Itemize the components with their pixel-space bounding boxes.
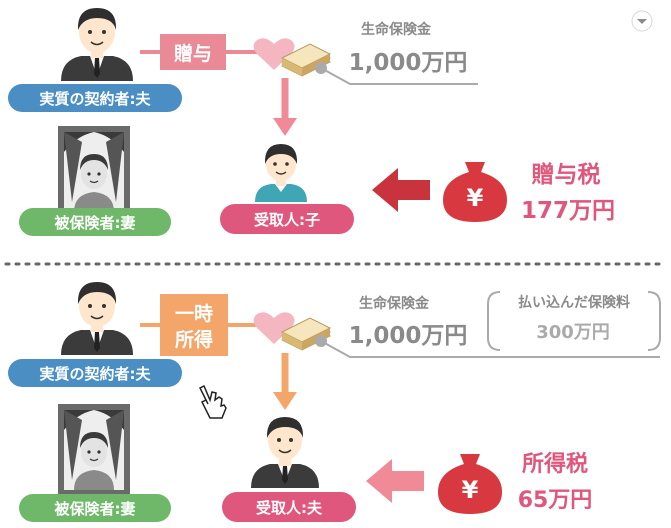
- tax-arrow-left: [372, 168, 430, 212]
- beneficiary-label-pill: [222, 492, 356, 522]
- premium-bracket-left: [487, 291, 501, 351]
- child-avatar-icon: [255, 144, 307, 202]
- paid-premium-title: 払い込んだ保険料: [518, 294, 630, 311]
- insurance-amount: 1,000万円: [349, 323, 468, 349]
- insurance-title: 生命保険金: [359, 295, 430, 312]
- gift-label-box: [160, 34, 226, 70]
- contractor-label-pill: [8, 84, 182, 112]
- yen-symbol: ¥: [462, 476, 479, 504]
- income-label-box: [160, 294, 228, 356]
- insured-label: 被保険者:妻: [55, 500, 136, 518]
- contractor-label: 実質の契約者:夫: [40, 365, 152, 383]
- beneficiary-label: 受取人:夫: [256, 499, 323, 517]
- hand-pointer-icon: [198, 384, 227, 419]
- tax-amount: 65万円: [518, 488, 593, 513]
- chevron-down-icon[interactable]: [631, 10, 653, 32]
- husband-avatar-icon: [61, 282, 133, 355]
- heart-icon: [253, 312, 295, 344]
- wife-portrait-icon: [58, 404, 130, 496]
- insurance-leader-line: [320, 340, 660, 358]
- contractor-label-pill: [8, 359, 182, 387]
- contractor-label: 実質の契約者:夫: [40, 90, 152, 108]
- insurance-amount: 1,000万円: [349, 50, 468, 76]
- husband-beneficiary-avatar-icon: [251, 417, 319, 488]
- income-label-line1: 一時: [175, 303, 213, 325]
- down-arrow-head: [273, 118, 297, 136]
- heart-icon: [253, 38, 295, 70]
- tax-arrow-left: [366, 459, 424, 503]
- paid-premium-amount: 300万円: [536, 322, 610, 343]
- insured-label: 被保険者:妻: [55, 214, 136, 232]
- tax-name: 所得税: [522, 451, 588, 477]
- tax-name: 贈与税: [532, 161, 601, 188]
- insured-label-pill: [19, 208, 171, 236]
- beneficiary-label: 受取人:子: [254, 211, 320, 229]
- insurance-leader-line: [320, 67, 478, 85]
- money-bag-icon: ¥: [438, 454, 502, 514]
- husband-avatar-icon: [61, 8, 133, 81]
- insured-label-pill: [19, 494, 171, 522]
- wife-portrait-icon: [58, 126, 130, 218]
- tax-amount: 177万円: [521, 198, 615, 224]
- beneficiary-label-pill: [220, 204, 354, 234]
- income-label-line2: 所得: [175, 328, 213, 351]
- insurance-title: 生命保険金: [361, 21, 432, 38]
- down-arrow-head: [273, 392, 297, 410]
- gift-label: 贈与: [174, 42, 212, 65]
- premium-bracket-right: [647, 291, 661, 351]
- money-bag-icon: ¥: [443, 162, 507, 222]
- yen-symbol: ¥: [467, 184, 484, 212]
